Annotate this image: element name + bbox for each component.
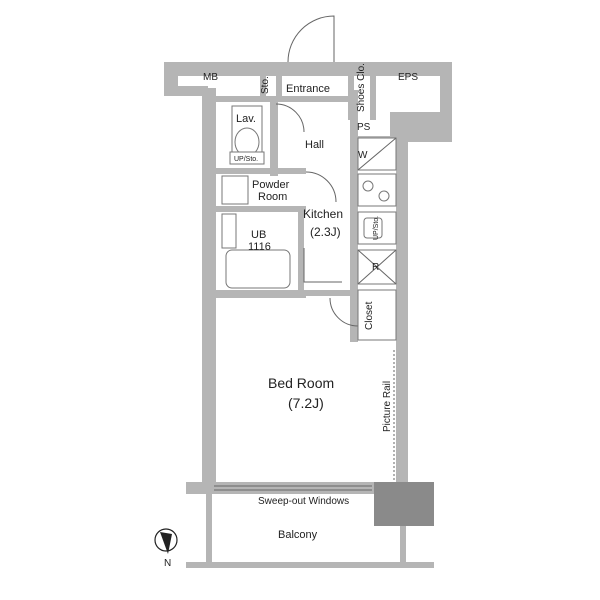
washer-diagonal [357,137,397,171]
bottom-wall [186,482,434,494]
label-ub-size: 1116 [248,241,271,253]
sink-icon [221,175,249,205]
sto-right [276,76,282,98]
label-hall: Hall [305,139,324,151]
lav-top [216,96,276,102]
label-shoes-closet: Shoes Clo. [356,63,367,112]
ub-wash-icon [221,213,237,249]
hall-door [275,103,305,133]
burner-icon [378,190,390,202]
eps-wall-right [440,62,452,142]
ub-top [216,206,306,212]
mb-wall-left [164,62,178,96]
entrance-door [287,15,335,63]
fridge-cross [357,249,397,285]
right-wall [396,136,408,488]
label-bed-room-size: (7.2J) [288,395,324,411]
label-sto: Sto. [260,76,271,94]
bottom-right-pillar [374,482,434,526]
ub-right [298,206,304,296]
label-lav: Lav. [236,113,256,125]
bedroom-top [216,290,356,296]
entrance-bottom [278,96,350,102]
burner-icon [362,180,374,192]
sto-left [260,76,266,98]
label-up-sto: UP/Sto. [234,156,258,163]
label-r: R [372,262,379,273]
shoes-right [370,76,376,120]
bathtub-icon [225,249,291,289]
mb-wall-bottom [178,86,208,96]
kitchen-right-partition [350,90,358,342]
balcony-edge [186,562,434,568]
label-closet: Closet [364,301,375,330]
sink-basin-icon [363,217,383,239]
top-wall [164,62,452,76]
ub-door [303,248,342,283]
bedroom-door [329,297,359,327]
closet-box [357,289,397,341]
label-bed-room: Bed Room [268,375,334,391]
stove-icon [357,173,397,207]
compass-north-label: N [164,558,171,569]
compass-icon: N [154,528,178,569]
label-entrance: Entrance [286,83,330,95]
shoes-left [348,76,354,120]
label-mb: MB [203,72,218,83]
label-powder-1: Powder [252,179,290,191]
powder-top [216,168,306,174]
up-sto-box [229,151,265,165]
label-kitchen: Kitchen [303,207,343,221]
label-ub: UB [251,229,266,241]
powder-door [305,171,337,203]
label-w: W [358,150,368,161]
label-picture-rail: Picture Rail [382,381,393,432]
balcony-right [400,526,406,564]
label-powder-2: Room [258,191,287,203]
label-up-sto-kitchen: UP/Sto. [373,216,380,240]
balcony-left [206,494,212,564]
lav-right [270,96,278,176]
label-eps: EPS [398,72,418,83]
left-wall [202,88,216,488]
label-balcony: Balcony [278,529,318,541]
label-sweep-out: Sweep-out Windows [258,496,349,507]
label-kitchen-size: (2.3J) [310,225,341,239]
label-ps: PS [357,122,371,133]
